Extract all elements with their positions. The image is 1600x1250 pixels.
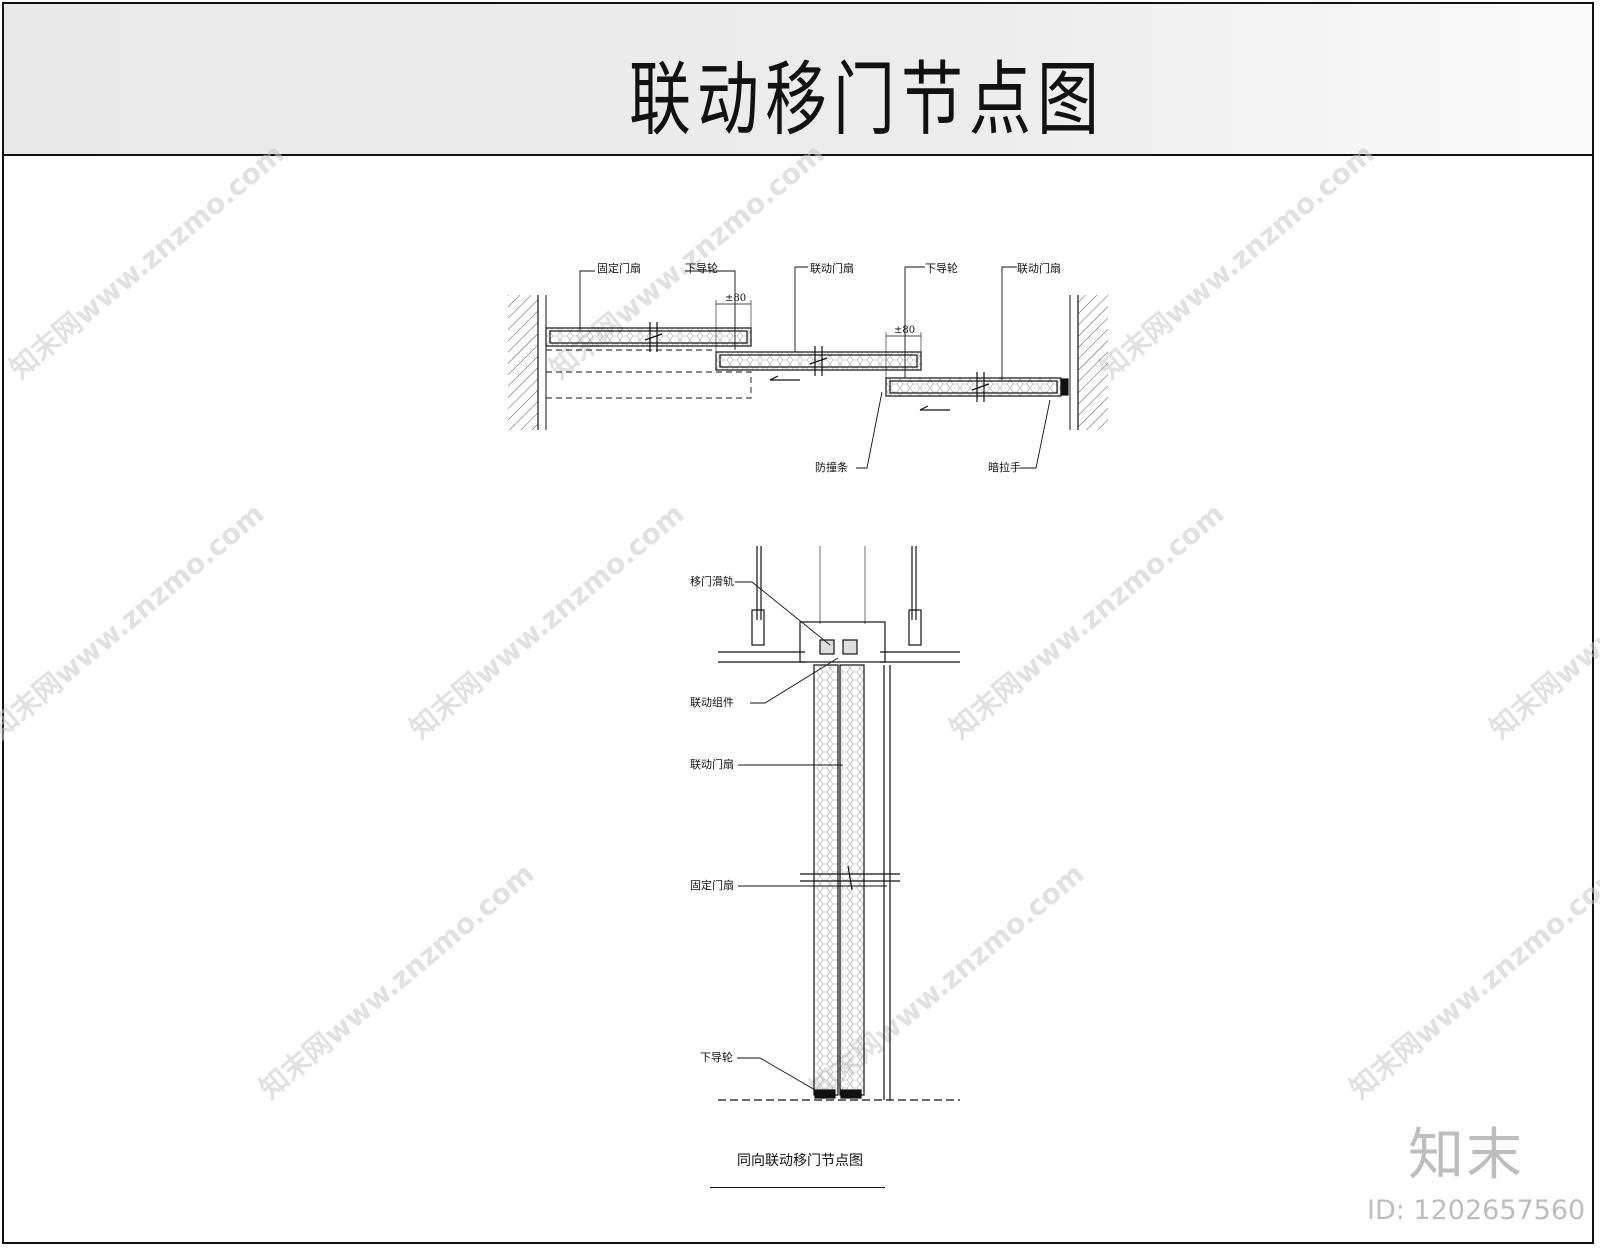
section-labels: 移门滑轨 联动组件 联动门扇 固定门扇 下导轮 <box>690 574 734 1064</box>
break-mark-2 <box>809 346 828 376</box>
leader-guide-2 <box>904 266 925 378</box>
fixed-leaf-inner <box>549 330 748 344</box>
linked-leaf-2-inner <box>889 380 1058 394</box>
break-mark-3 <box>971 372 990 402</box>
label-fixed-leaf-section: 固定门扇 <box>690 878 734 892</box>
leader-anti-collision <box>856 391 883 469</box>
label-rail: 移门滑轨 <box>690 574 734 588</box>
label-linked-leaf-2: 联动门扇 <box>1017 261 1061 275</box>
right-bracket <box>908 609 922 646</box>
leader-lower-guide <box>737 1057 823 1095</box>
section-view <box>718 546 960 1101</box>
handle-block <box>1060 378 1069 396</box>
left-wall-hatch <box>508 295 538 430</box>
watermark-text: 知末网www.znzmo.com <box>253 857 540 1105</box>
label-linked-leaf-section: 联动门扇 <box>690 757 734 771</box>
label-linked-leaf-1: 联动门扇 <box>810 261 854 275</box>
caption-underline <box>710 1187 885 1188</box>
plan-view <box>508 266 1108 469</box>
leader-guide-1 <box>685 270 736 350</box>
brand-watermark: 知末 <box>1408 1123 1524 1188</box>
dim-text-1: ±80 <box>725 293 746 304</box>
watermark-text: 知末网www.znzmo.com <box>943 497 1230 745</box>
leader-rail <box>735 581 831 646</box>
fixed-leaf-section <box>839 664 865 1096</box>
label-hidden-handle: 暗拉手 <box>988 460 1021 474</box>
linked-leaf-1-inner <box>719 354 918 368</box>
track-box <box>799 621 886 663</box>
track-roller-2 <box>842 639 858 655</box>
plan-labels: 固定门扇 下导轮 联动门扇 下导轮 联动门扇 防撞条 暗拉手 ±80 ±80 <box>597 261 1061 474</box>
linked-leaf-section <box>813 664 839 1096</box>
ghost-leaf <box>545 371 752 399</box>
label-fixed-leaf: 固定门扇 <box>597 261 641 275</box>
left-bracket <box>751 609 765 646</box>
break-mark-1 <box>644 322 663 352</box>
watermark-text: 知末网www.znzmo.com <box>403 497 690 745</box>
title-band: 联动移门节点图 <box>4 4 1592 156</box>
label-linkage: 联动组件 <box>690 695 734 709</box>
page-title: 联动移门节点图 <box>629 52 1106 148</box>
watermark-text: 知末网www.znzmo.com <box>1343 857 1600 1105</box>
leader-linked-2 <box>1001 266 1017 380</box>
watermark-text: 知末网www.znzmo.com <box>1483 497 1600 745</box>
slide-arrow-2 <box>919 405 950 411</box>
track-roller-1 <box>819 639 835 655</box>
label-anti-collision: 防撞条 <box>815 460 848 474</box>
slide-arrow-1 <box>769 375 800 381</box>
watermark-text: 知末网www.znzmo.com <box>1093 137 1380 385</box>
leader-linkage <box>750 657 839 704</box>
label-lower-guide-section: 下导轮 <box>700 1050 733 1064</box>
watermark-text: 知末网www.znzmo.com <box>0 497 270 745</box>
leader-linked-1 <box>794 266 808 352</box>
bottom-wheel-1 <box>814 1089 836 1099</box>
label-lower-guide-1: 下导轮 <box>685 261 718 275</box>
leader-hidden-handle <box>1020 399 1051 469</box>
right-wall-hatch <box>1078 295 1108 430</box>
bottom-wheel-2 <box>840 1089 862 1099</box>
label-lower-guide-2: 下导轮 <box>925 261 958 275</box>
watermark-text: 知末网www.znzmo.com <box>3 137 290 385</box>
drawing-caption: 同向联动移门节点图 <box>737 1153 863 1169</box>
fixed-leaf-plan <box>545 327 752 347</box>
leader-fixed-leaf <box>579 270 595 330</box>
dim-text-2: ±80 <box>894 325 915 336</box>
id-watermark: ID: 1202657560 <box>1367 1195 1586 1226</box>
